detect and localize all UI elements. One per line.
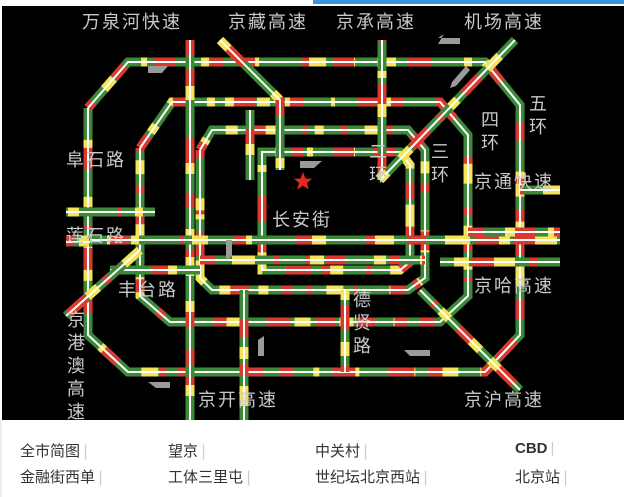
direction-arrows — [148, 34, 470, 388]
road-jinggangao[interactable] — [63, 246, 143, 320]
label-jinghu: 京沪高速 — [464, 390, 544, 411]
label-jinggangao: 京港澳高速 — [64, 310, 85, 425]
link-gongti-sanlitun[interactable]: 工体三里屯| — [168, 468, 252, 486]
label-jingkai: 京开高速 — [198, 390, 278, 411]
label-lianshi: 莲石路 — [66, 226, 126, 247]
label-changan: 长安街 — [272, 210, 332, 231]
road-labels: 万泉河快速 京藏高速 京承高速 机场高速 阜石路 莲石路 长安街 京通快速 丰台… — [66, 12, 554, 411]
road-ring2[interactable] — [257, 147, 415, 275]
arrow-icon — [300, 161, 322, 168]
road-jinghu[interactable] — [416, 286, 524, 394]
arrow-icon — [404, 350, 430, 356]
road-ring4[interactable] — [135, 97, 473, 327]
label-jingha: 京哈高速 — [474, 276, 554, 297]
road-jingzang[interactable] — [216, 36, 285, 170]
link-citywide[interactable]: 全市简图| — [20, 442, 89, 460]
label-ring5: 五环 — [526, 94, 547, 140]
label-wanquanhe: 万泉河快速 — [82, 12, 182, 33]
label-fengtai: 丰台路 — [118, 280, 178, 301]
road-centerline — [261, 151, 411, 271]
label-deshenglu: 德贤路 — [350, 290, 371, 359]
arrow-icon — [148, 66, 168, 73]
label-jingcheng: 京承高速 — [336, 12, 416, 33]
arrow-icon — [226, 240, 232, 260]
label-fushi: 阜石路 — [66, 150, 126, 171]
link-beijing-station[interactable]: 北京站| — [515, 468, 569, 486]
link-cbd[interactable]: CBD| — [515, 440, 555, 457]
roads-layer — [63, 36, 560, 420]
area-links: 全市简图| 望京| 中关村| CBD| 金融街西单| 工体三里屯| 世纪坛北京西… — [0, 420, 624, 497]
link-west-station[interactable]: 世纪坛北京西站| — [315, 468, 429, 486]
link-wangjing[interactable]: 望京| — [168, 442, 207, 460]
label-jingzang: 京藏高速 — [228, 12, 308, 33]
label-ring2: 二环 — [366, 142, 387, 188]
link-financial-street[interactable]: 金融街西单| — [20, 468, 104, 486]
city-center-star-icon — [294, 172, 312, 190]
road-centerline — [139, 101, 469, 323]
arrow-icon — [438, 34, 460, 44]
active-tab-indicator — [313, 0, 624, 4]
traffic-map[interactable]: 万泉河快速 京藏高速 京承高速 机场高速 阜石路 莲石路 长安街 京通快速 丰台… — [2, 6, 624, 420]
arrow-icon — [258, 336, 264, 356]
road-centerline — [65, 249, 141, 317]
arrow-icon — [450, 66, 470, 88]
label-airport: 机场高速 — [464, 12, 544, 33]
road-centerline — [419, 289, 521, 391]
link-zhongguancun[interactable]: 中关村| — [315, 442, 369, 460]
label-ring4: 四环 — [478, 110, 499, 156]
road-centerline — [219, 39, 281, 170]
road-airport[interactable] — [376, 36, 519, 184]
arrow-icon — [148, 382, 170, 388]
label-ring3: 三环 — [428, 142, 449, 188]
road-centerline — [379, 39, 516, 181]
label-jingtong: 京通快速 — [474, 172, 554, 193]
